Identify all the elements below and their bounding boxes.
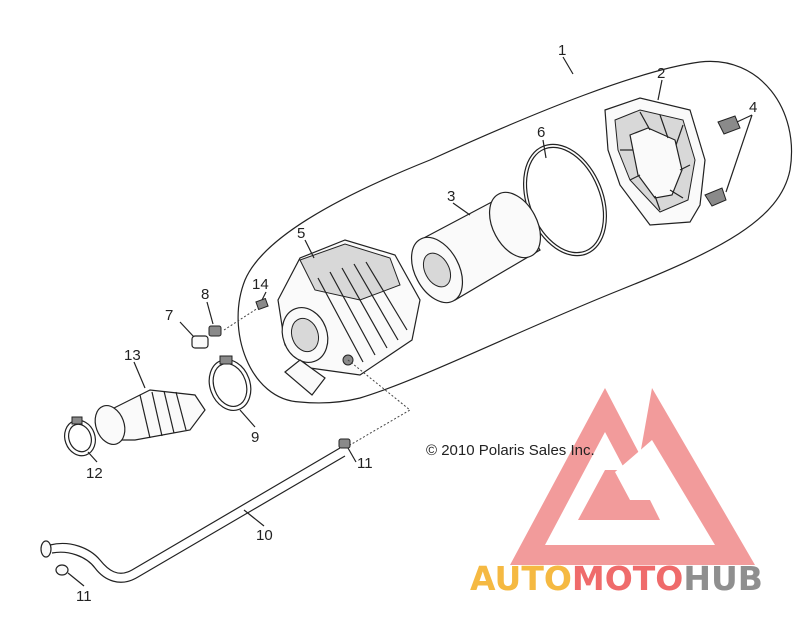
hose-clip-11-lower <box>55 564 69 576</box>
watermark-text: AUTOMOTOHUB <box>470 559 763 598</box>
screw-14 <box>255 297 269 311</box>
callout-14: 14 <box>252 276 269 293</box>
callout-5: 5 <box>297 225 305 242</box>
air-filter-3 <box>410 191 542 304</box>
hose-clip-11-upper <box>338 438 351 449</box>
callout-labels: 1 2 4 6 3 5 8 14 7 13 9 12 11 10 11 <box>76 42 757 605</box>
callout-10: 10 <box>256 527 273 544</box>
copyright-text: © 2010 Polaris Sales Inc. <box>426 442 595 459</box>
clamp-12 <box>64 416 96 457</box>
cap-7 <box>191 335 209 349</box>
callout-8: 8 <box>201 286 209 303</box>
watermark-hub: HUB <box>683 559 763 598</box>
drain-hose-10 <box>40 447 346 583</box>
callout-9: 9 <box>251 429 259 446</box>
callout-7: 7 <box>165 307 173 324</box>
clamp-9 <box>208 355 252 411</box>
callout-13: 13 <box>124 347 141 364</box>
watermark-moto: MOTO <box>572 559 683 598</box>
callout-12: 12 <box>86 465 103 482</box>
callout-4: 4 <box>749 99 757 116</box>
airbox-housing-5 <box>277 239 421 396</box>
callout-2: 2 <box>657 65 665 82</box>
callout-11-upper: 11 <box>357 455 373 472</box>
clip-4 <box>704 115 741 207</box>
callout-1: 1 <box>558 42 566 59</box>
airbox-cover-2 <box>604 97 706 226</box>
callout-6: 6 <box>537 124 545 141</box>
grommet-8 <box>208 325 222 337</box>
callout-3: 3 <box>447 188 455 205</box>
watermark-logo-icon <box>510 388 755 565</box>
watermark-auto: AUTO <box>470 559 572 598</box>
assembly-outline-1 <box>237 60 792 404</box>
intake-boot-13 <box>94 389 206 445</box>
callout-11-lower: 11 <box>76 588 92 605</box>
